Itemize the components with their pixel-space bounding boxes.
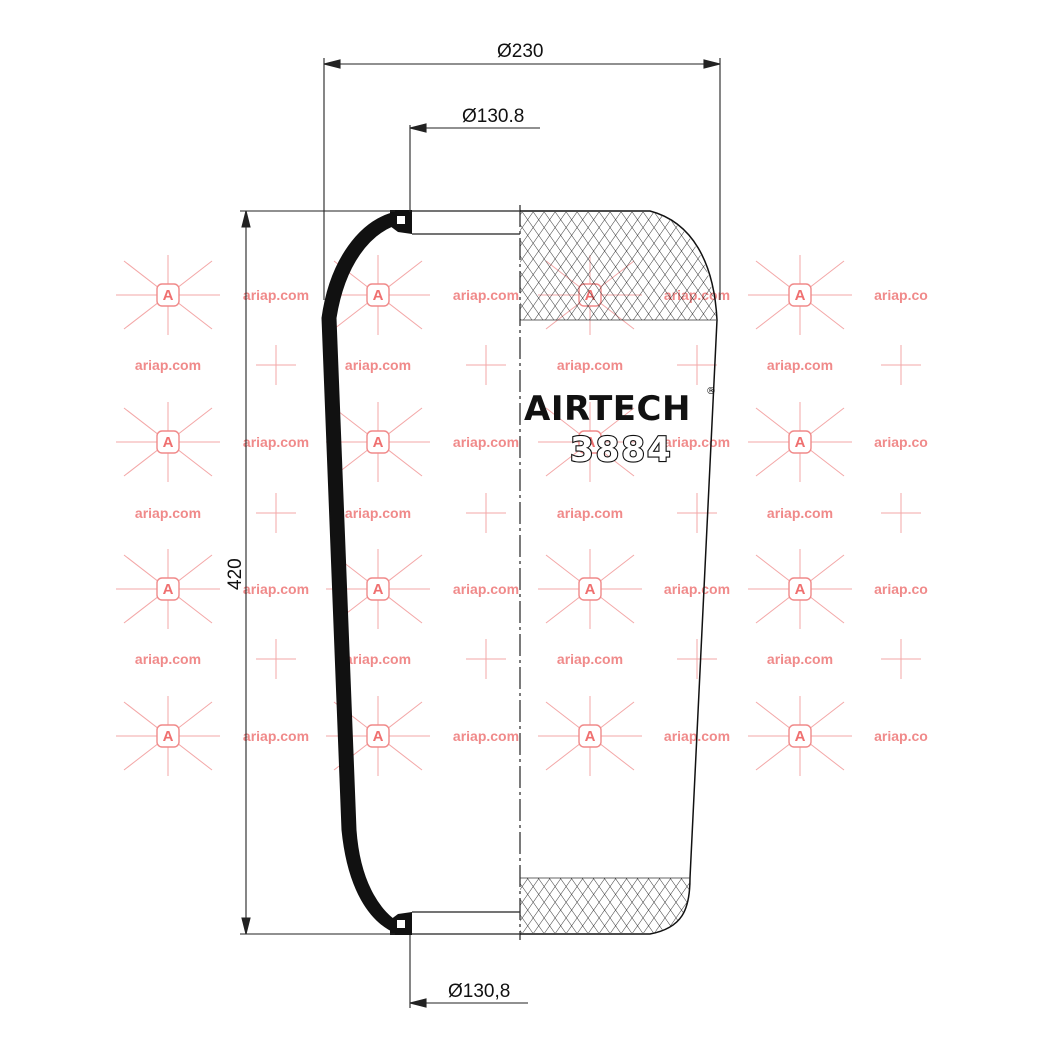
watermark-cross (256, 639, 296, 679)
watermark-cross (677, 639, 717, 679)
watermark-layer: AAAAariap.comariap.comariap.comariap.coA… (116, 255, 928, 776)
watermark-logo-badge (366, 283, 390, 307)
watermark-text: ariap.com (243, 434, 309, 450)
watermark-logo-badge (366, 430, 390, 454)
watermark-logo-letter: A (585, 581, 596, 598)
watermark-text: ariap.com (557, 651, 623, 667)
watermark-logo-letter: A (585, 728, 596, 745)
watermark-text: ariap.co (874, 581, 928, 597)
watermark-logo-letter: A (795, 434, 806, 451)
watermark-text: ariap.com (557, 357, 623, 373)
watermark-text: ariap.com (453, 728, 519, 744)
watermark-text: ariap.com (767, 505, 833, 521)
watermark-logo-letter: A (585, 434, 596, 451)
overall-diameter-label: Ø230 (497, 41, 543, 62)
watermark-text: ariap.com (767, 357, 833, 373)
watermark-logo-letter: A (795, 728, 806, 745)
watermark-text: ariap.com (243, 581, 309, 597)
dimension-overall-diameter (323, 58, 721, 300)
watermark-logo-letter: A (163, 287, 174, 304)
cross-section (321, 210, 520, 935)
watermark-text: ariap.com (453, 581, 519, 597)
watermark-text: ariap.co (874, 728, 928, 744)
brand-name: AIRTECH (524, 389, 691, 429)
top-diameter-label: Ø130.8 (462, 106, 524, 127)
dimension-height (240, 210, 395, 935)
watermark-cross (677, 345, 717, 385)
watermark-logo-badge (156, 577, 180, 601)
watermark-text: ariap.com (664, 434, 730, 450)
watermark-logo-badge (366, 577, 390, 601)
watermark-text: ariap.co (874, 287, 928, 303)
watermark-cross (466, 345, 506, 385)
watermark-logo-badge (156, 283, 180, 307)
watermark-logo-letter: A (795, 287, 806, 304)
model-number: 3884 (570, 430, 673, 470)
watermark-logo-badge (788, 283, 812, 307)
watermark-logo-letter: A (163, 581, 174, 598)
watermark-cross (881, 493, 921, 533)
outer-view (520, 210, 718, 935)
watermark-text: ariap.com (135, 357, 201, 373)
watermark-cross (881, 639, 921, 679)
watermark-text: ariap.com (664, 581, 730, 597)
dimension-bottom-diameter (409, 935, 528, 1008)
watermark-logo-badge (156, 724, 180, 748)
watermark-logo-badge (156, 430, 180, 454)
watermark-text: ariap.com (345, 357, 411, 373)
bellows-wall-section (321, 211, 406, 934)
watermark-cross (466, 493, 506, 533)
watermark-text: ariap.com (453, 434, 519, 450)
watermark-text: ariap.com (135, 651, 201, 667)
watermark-text: ariap.com (345, 651, 411, 667)
watermark-cross (466, 639, 506, 679)
watermark-logo-badge (366, 724, 390, 748)
watermark-logo-badge (578, 430, 602, 454)
watermark-text: ariap.com (135, 505, 201, 521)
top-texture-band (520, 212, 716, 320)
watermark-cross (256, 345, 296, 385)
watermark-logo-letter: A (373, 728, 384, 745)
bottom-diameter-label: Ø130,8 (448, 981, 510, 1002)
watermark-text: ariap.com (345, 505, 411, 521)
brand-registered-mark: ® (706, 386, 716, 397)
watermark-text: ariap.com (243, 287, 309, 303)
watermark-cross (677, 493, 717, 533)
watermark-logo-letter: A (373, 434, 384, 451)
watermark-logo-badge (788, 430, 812, 454)
watermark-text: ariap.com (243, 728, 309, 744)
watermark-logo-letter: A (163, 728, 174, 745)
watermark-text: ariap.com (767, 651, 833, 667)
outer-profile (520, 210, 718, 935)
watermark-cross (256, 493, 296, 533)
watermark-logo-badge (788, 724, 812, 748)
watermark-cross (881, 345, 921, 385)
watermark-logo-letter: A (373, 287, 384, 304)
bottom-bead-hole (397, 920, 405, 928)
dimension-top-diameter (409, 123, 540, 212)
watermark-logo-badge (578, 724, 602, 748)
watermark-logo-badge (788, 577, 812, 601)
height-label: 420 (225, 558, 246, 590)
watermark-logo-letter: A (795, 581, 806, 598)
watermark-logo-letter: A (373, 581, 384, 598)
watermark-text: ariap.com (557, 505, 623, 521)
watermark-logo-letter: A (163, 434, 174, 451)
watermark-logo-badge (578, 577, 602, 601)
bottom-texture-band (520, 878, 690, 933)
top-bead-hole (397, 216, 405, 224)
watermark-text: ariap.co (874, 434, 928, 450)
watermark-text: ariap.com (453, 287, 519, 303)
